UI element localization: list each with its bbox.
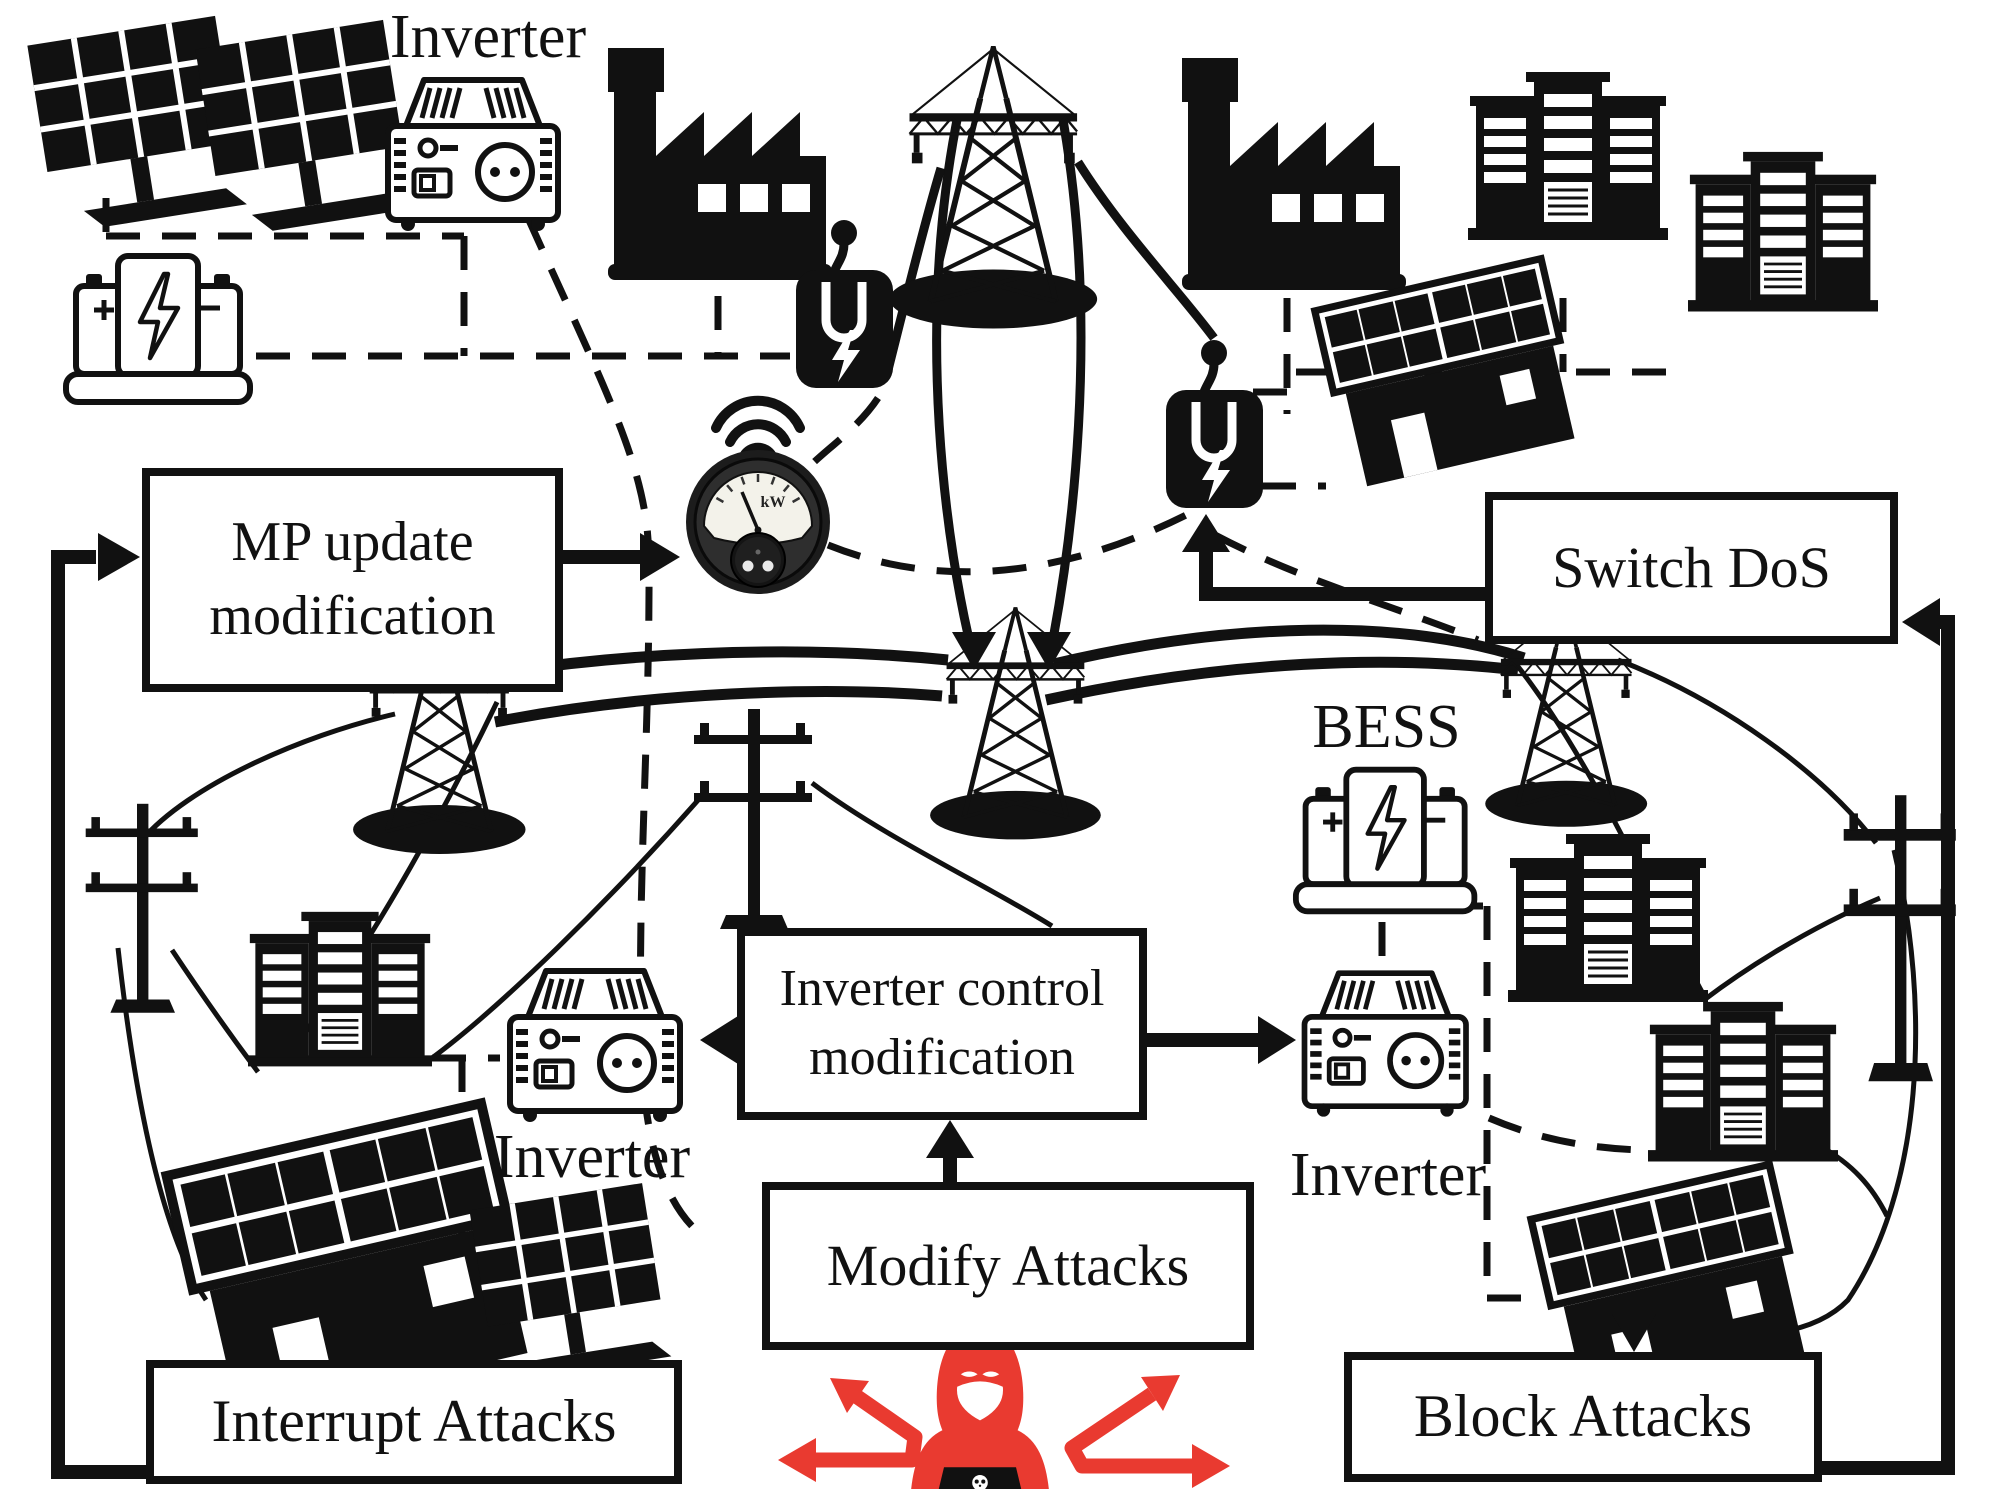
block-attacks-box: Block Attacks [1344, 1352, 1822, 1482]
inverter-control-modification-box: Inverter control modification [737, 928, 1147, 1120]
inverter-icon [1305, 973, 1467, 1116]
inverter-icon [388, 80, 558, 231]
transmission-tower-icon [930, 608, 1101, 840]
office-building-icon [1646, 1000, 1840, 1163]
battery-storage-icon [1296, 770, 1474, 912]
inverter-right-label: Inverter [1289, 1141, 1487, 1209]
bess-label: BESS [1312, 693, 1461, 761]
mp-update-modification-box: MP update modification [142, 468, 563, 692]
utility-pole-icon [1843, 795, 1956, 1082]
meter-unit-label: kW [760, 494, 786, 511]
utility-pole-icon [694, 709, 812, 929]
inverter-left-label: Inverter [493, 1123, 691, 1191]
office-building-icon [1506, 832, 1710, 1004]
office-building-icon [1466, 70, 1670, 242]
grid-switch-icon [1166, 340, 1263, 508]
office-building-icon [246, 910, 434, 1068]
switch-dos-box: Switch DoS [1485, 492, 1898, 644]
hacker-arrowheads [778, 1375, 1230, 1488]
factory-icon [1182, 58, 1406, 290]
inverter-top-label: Inverter [389, 3, 587, 71]
inverter-icon [510, 971, 680, 1122]
modify-attacks-box: Modify Attacks [762, 1182, 1254, 1350]
smart-meter-icon [684, 448, 832, 596]
factory-icon [608, 48, 832, 280]
flow-arrowheads [98, 514, 1940, 1352]
hacker-arrows [810, 1387, 1196, 1474]
office-building-icon [1686, 150, 1880, 313]
transmission-tower-icon [889, 47, 1097, 329]
utility-pole-icon [85, 803, 198, 1013]
interrupt-attacks-box: Interrupt Attacks [146, 1360, 682, 1484]
battery-storage-icon [66, 256, 250, 402]
